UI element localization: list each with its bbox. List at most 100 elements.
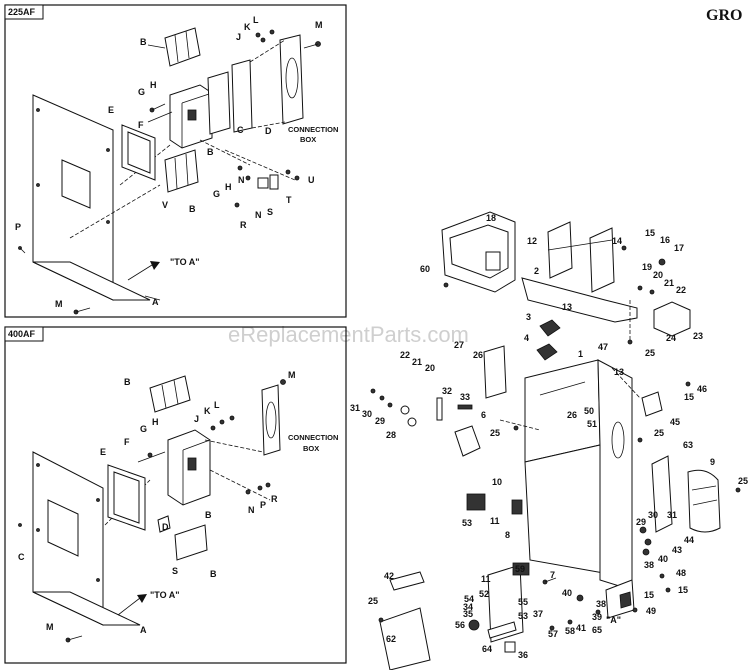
- callout-225-21: S: [267, 207, 273, 217]
- part-3: [539, 319, 561, 337]
- breaker-handle-400: [187, 457, 197, 471]
- callout-225-15: H: [225, 182, 232, 192]
- callout-400-3: K: [204, 406, 211, 416]
- callout-main-24: 27: [454, 340, 464, 350]
- callout-main-27: 15: [684, 392, 694, 402]
- door-window-400: [47, 499, 79, 557]
- callout-400-7: E: [100, 447, 106, 457]
- callout-main-29: 33: [460, 392, 470, 402]
- bracket-d-225: [231, 59, 253, 133]
- callout-main-21: 22: [400, 350, 410, 360]
- callout-main-34: 6: [481, 410, 486, 420]
- callout-400-17: M: [46, 622, 54, 632]
- door-window-225: [61, 159, 91, 209]
- callout-main-63: 25: [368, 596, 378, 606]
- part-64: [487, 621, 517, 639]
- lug-t-225: [269, 174, 279, 190]
- callout-main-23: 20: [425, 363, 435, 373]
- callout-main-39: 45: [670, 417, 680, 427]
- callout-main-25: 26: [473, 350, 483, 360]
- page-title: GRO: [706, 7, 742, 24]
- callout-main-72: 57: [548, 629, 558, 639]
- callout-main-8: 21: [664, 278, 674, 288]
- panel-400af-tag: 400AF: [8, 329, 36, 339]
- connection-box-225: [279, 34, 304, 125]
- callout-main-57: 15: [644, 590, 654, 600]
- bezel-e-inner-225: [127, 131, 151, 174]
- callout-400-14: C: [18, 552, 25, 562]
- callout-400-18: A: [140, 625, 147, 635]
- callout-225-1: J: [236, 32, 241, 42]
- callout-main-64: 52: [479, 589, 489, 599]
- panel-225af-tag-box: [4, 4, 44, 20]
- panel-225af-tag: 225AF: [8, 7, 36, 17]
- terminal-cover-top-400: [149, 375, 191, 413]
- callout-main-3: 15: [645, 228, 655, 238]
- part-4: [536, 343, 558, 361]
- part-26: [483, 345, 507, 399]
- callout-main-52: 40: [658, 554, 668, 564]
- relay-23: [653, 301, 691, 337]
- callout-225-2: K: [244, 22, 251, 32]
- callout-225-18: B: [189, 204, 196, 214]
- terminal-cover-bottom-400: [174, 524, 208, 561]
- connection-box-label-225-l1: CONNECTION: [288, 125, 338, 134]
- callout-main-15: 24: [666, 333, 676, 343]
- callout-main-74: 41: [576, 623, 586, 633]
- callout-400-10: N: [248, 505, 255, 515]
- callout-main-69: 34: [463, 602, 473, 612]
- watermark: eReplacementParts.com: [228, 322, 469, 347]
- bracket-14: [589, 227, 615, 293]
- callout-main-68: 35: [463, 609, 473, 619]
- callout-main-49: 31: [667, 510, 677, 520]
- callout-400-4: L: [214, 400, 220, 410]
- callout-400-9: B: [205, 510, 212, 520]
- main-assembly: 18 12 14 15 16 17 19 20 21 22 2 60 13 3 …: [350, 211, 748, 670]
- callout-main-50: 44: [684, 535, 694, 545]
- callout-225-3: L: [253, 15, 259, 25]
- terminal-cover-bottom-225: [164, 149, 199, 193]
- door-base-400: [32, 591, 141, 626]
- callout-400-16: B: [210, 569, 217, 579]
- part-8: [511, 499, 523, 515]
- callout-main-30: 31: [350, 403, 360, 413]
- part-42: [389, 571, 425, 591]
- callout-225-4: M: [315, 20, 323, 30]
- callout-225-23: M: [55, 299, 63, 309]
- callout-main-12: 13: [562, 302, 572, 312]
- callout-225-6: H: [150, 80, 157, 90]
- plate-c-225: [207, 71, 231, 135]
- cover-62: [379, 607, 431, 670]
- callout-main-80: 64: [482, 644, 492, 654]
- callout-main-32: 29: [375, 416, 385, 426]
- callout-main-61: 59: [515, 564, 525, 574]
- callout-main-79: 62: [386, 634, 396, 644]
- callout-225-12: N: [238, 175, 245, 185]
- to-a-arrow-225: [150, 261, 160, 270]
- callout-400-6: H: [152, 417, 159, 427]
- callout-main-22: 21: [412, 357, 422, 367]
- callout-main-55: 48: [676, 568, 686, 578]
- callout-225-14: G: [213, 189, 220, 199]
- callout-main-77: 40: [562, 588, 572, 598]
- callout-main-33: 28: [386, 430, 396, 440]
- callout-main-65: 54: [464, 594, 474, 604]
- callout-main-20: 13: [614, 367, 624, 377]
- callout-main-53: 38: [644, 560, 654, 570]
- callout-225-11: B: [207, 147, 214, 157]
- callout-main-54: 25: [738, 476, 748, 486]
- callout-225-9: C: [237, 125, 244, 135]
- callout-main-37: 50: [584, 406, 594, 416]
- callout-main-70: 53: [518, 611, 528, 621]
- callout-main-78: 38: [596, 599, 606, 609]
- callout-main-26: 46: [697, 384, 707, 394]
- callout-main-51: 43: [672, 545, 682, 555]
- door-base-225: [32, 261, 151, 301]
- controller-display: [485, 251, 501, 271]
- panel-400af-tag-box: [4, 326, 44, 342]
- callout-main-59: 42: [384, 571, 394, 581]
- panel-400af: 400AF "TO A" B M J K L G H E: [4, 326, 347, 664]
- callout-main-73: 58: [565, 626, 575, 636]
- connection-box-400: [261, 384, 281, 456]
- callout-main-62: 7: [550, 570, 555, 580]
